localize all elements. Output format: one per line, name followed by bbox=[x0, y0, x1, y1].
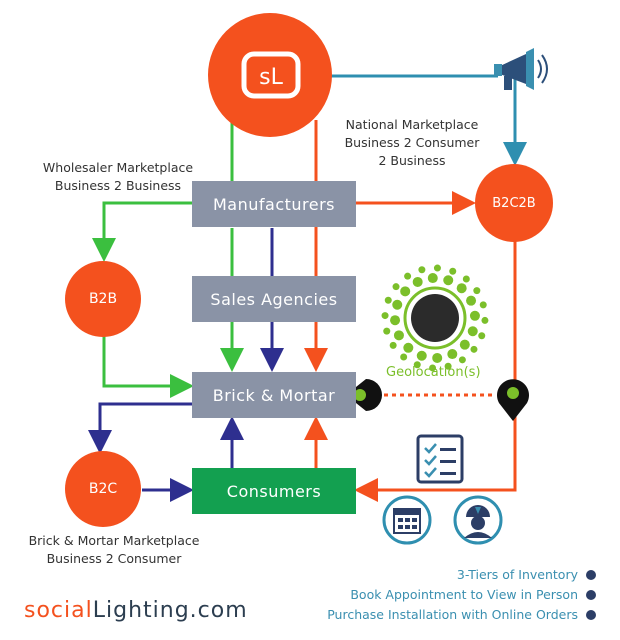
geolocation-dot bbox=[413, 361, 421, 369]
geolocation-dot bbox=[467, 326, 478, 337]
connector-manufacturers-b2b bbox=[92, 201, 192, 262]
megaphone-icon bbox=[494, 48, 548, 90]
geolocation-cluster-icon bbox=[403, 286, 467, 350]
geolocation-dot bbox=[433, 264, 441, 272]
b2b-label: B2B bbox=[88, 291, 118, 307]
geolocation-label: Geolocation(s) bbox=[386, 365, 481, 380]
legend-text-1: 3-Tiers of Inventory bbox=[456, 567, 578, 582]
geolocation-dot bbox=[447, 349, 458, 360]
bullet-icon bbox=[586, 609, 596, 620]
map-pin-icon-right bbox=[497, 379, 529, 421]
geolocation-dot bbox=[470, 345, 478, 353]
sales-agencies-label: Sales Agencies bbox=[210, 289, 338, 309]
geolocation-dot bbox=[458, 356, 466, 364]
brick-marketplace-label: Brick & Mortar Marketplace Business 2 Co… bbox=[14, 532, 214, 568]
wholesaler-label: Wholesaler Marketplace Business 2 Busine… bbox=[18, 159, 218, 195]
b2c2b-label: B2C2B bbox=[492, 195, 536, 211]
geolocation-dot bbox=[400, 286, 411, 297]
geolocation-dot bbox=[392, 299, 403, 310]
b2c-circle: B2C bbox=[65, 451, 141, 527]
installer-icon bbox=[453, 495, 503, 545]
geolocation-dot bbox=[432, 352, 443, 363]
geolocation-dot bbox=[383, 327, 391, 335]
consumers-box: Consumers bbox=[192, 468, 356, 514]
national-line-3: 2 Business bbox=[378, 153, 446, 168]
geolocation-dot bbox=[390, 315, 401, 326]
legend-text-3: Purchase Installation with Online Orders bbox=[327, 607, 578, 622]
calendar-icon bbox=[382, 495, 432, 545]
geolocation-dot bbox=[416, 350, 427, 361]
geolocation-dot bbox=[444, 362, 452, 370]
brick-marketplace-line-2: Business 2 Consumer bbox=[46, 551, 182, 566]
b2b-circle: B2B bbox=[65, 261, 141, 337]
geolocation-dot bbox=[418, 266, 426, 274]
map-pin-icon-left bbox=[346, 379, 382, 411]
legend-text-2: Book Appointment to View in Person bbox=[350, 587, 578, 602]
geolocation-dot bbox=[429, 364, 437, 372]
wholesaler-line-2: Business 2 Business bbox=[54, 178, 182, 193]
brick-mortar-label: Brick & Mortar bbox=[212, 385, 336, 405]
geolocation-dot bbox=[392, 283, 400, 291]
national-line-1: National Marketplace bbox=[345, 117, 479, 132]
manufacturers-label: Manufacturers bbox=[212, 194, 336, 214]
geolocation-dot bbox=[384, 296, 392, 304]
legend-item-3: Purchase Installation with Online Orders bbox=[327, 607, 596, 622]
logo-text: sL bbox=[259, 65, 283, 90]
brand-part-2: Lighting.com bbox=[92, 598, 248, 623]
geolocation-dot bbox=[393, 330, 404, 341]
geolocation-dot bbox=[459, 339, 470, 350]
brand-part-1: social bbox=[24, 598, 93, 623]
geolocation-dot bbox=[403, 342, 414, 353]
bullet-icon bbox=[586, 569, 596, 580]
brick-marketplace-line-1: Brick & Mortar Marketplace bbox=[28, 533, 200, 548]
consumers-label: Consumers bbox=[226, 481, 322, 501]
logo-frame bbox=[241, 51, 301, 99]
b2c-label: B2C bbox=[88, 481, 118, 497]
geolocation-dot bbox=[427, 273, 438, 284]
legend-item-2: Book Appointment to View in Person bbox=[350, 587, 596, 602]
logo-circle bbox=[208, 13, 332, 137]
geolocation-dot bbox=[473, 287, 481, 295]
sales-agencies-box: Sales Agencies bbox=[192, 276, 356, 322]
geolocation-dot bbox=[381, 312, 389, 320]
national-label: National Marketplace Business 2 Consumer… bbox=[330, 116, 494, 170]
legend-item-1: 3-Tiers of Inventory bbox=[457, 567, 596, 582]
geolocation-dot bbox=[466, 295, 477, 306]
geolocation-dot bbox=[443, 275, 454, 286]
geolocation-dot bbox=[481, 316, 489, 324]
connector-b2c2b-consumers bbox=[354, 240, 517, 502]
bullet-icon bbox=[586, 589, 596, 600]
brand-wordmark: socialLighting.com bbox=[24, 598, 248, 623]
connector-brick-b2c bbox=[88, 402, 192, 454]
geolocation-dot bbox=[456, 283, 467, 294]
geolocation-dot bbox=[412, 276, 423, 287]
geolocation-dot bbox=[449, 267, 457, 275]
geolocation-dot bbox=[478, 332, 486, 340]
geolocation-dot bbox=[400, 353, 408, 361]
geolocation-dot bbox=[462, 275, 470, 283]
national-line-2: Business 2 Consumer bbox=[344, 135, 480, 150]
wholesaler-line-1: Wholesaler Marketplace bbox=[42, 160, 194, 175]
checklist-icon bbox=[416, 434, 464, 484]
geolocation-dots bbox=[381, 264, 489, 372]
brick-mortar-box: Brick & Mortar bbox=[192, 372, 356, 418]
b2c2b-circle: B2C2B bbox=[475, 164, 553, 242]
connector-b2b-brick bbox=[102, 336, 194, 398]
manufacturers-box: Manufacturers bbox=[192, 181, 356, 227]
geolocation-dot bbox=[469, 310, 480, 321]
geolocation-dot bbox=[479, 301, 487, 309]
geolocation-dot bbox=[404, 272, 412, 280]
geolocation-dot bbox=[389, 341, 397, 349]
